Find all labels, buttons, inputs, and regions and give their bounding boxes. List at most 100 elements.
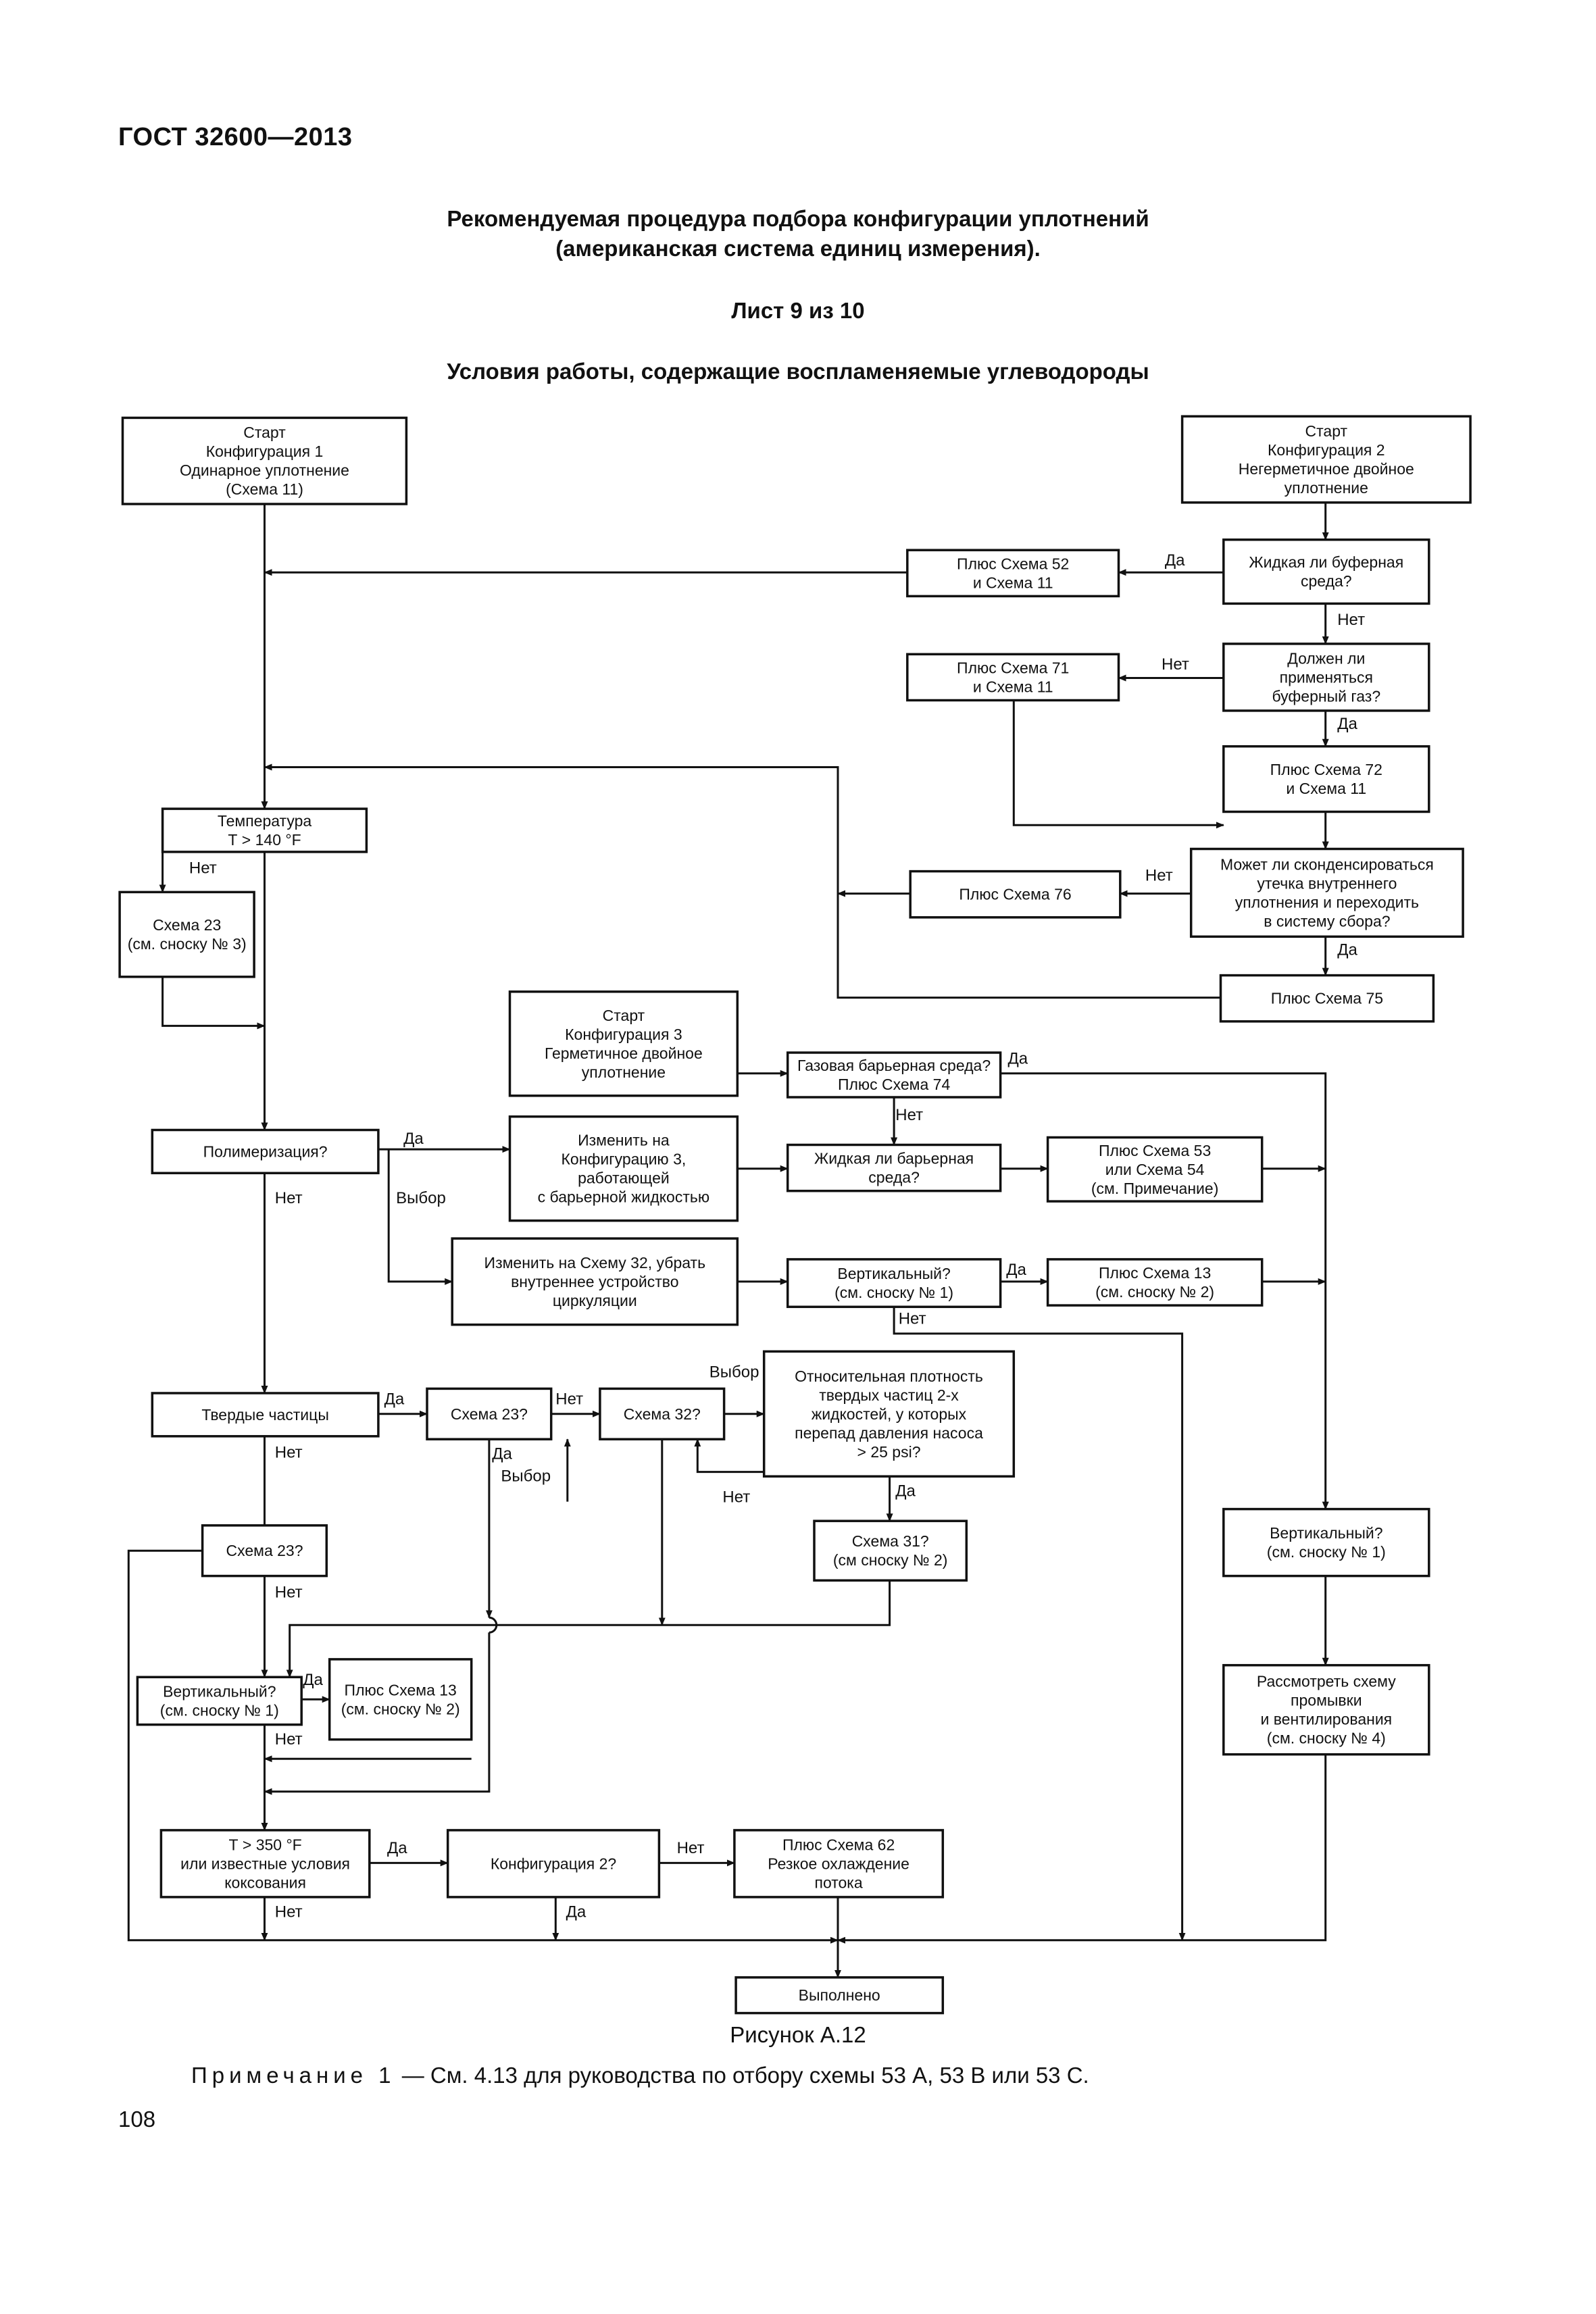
flow-box-text: Плюс Схема 75 (1271, 990, 1383, 1007)
flow-box-text: (Схема 11) (226, 480, 303, 498)
flow-box-plus75: Плюс Схема 75 (1219, 974, 1435, 1023)
flow-label: Нет (275, 1583, 303, 1601)
flow-box-plus71: Плюс Схема 71и Схема 11 (906, 653, 1120, 702)
flow-box-text: твердых частиц 2-х (819, 1386, 959, 1404)
flow-box-frame (159, 1829, 371, 1898)
flow-box-text: Схема 32? (624, 1405, 701, 1423)
flow-label: Нет (1145, 867, 1173, 885)
flow-label: Нет (899, 1309, 926, 1328)
flow-box-text: утечка внутреннего (1257, 875, 1397, 892)
flow-box-text: Вертикальный? (163, 1683, 276, 1701)
figure-title-line2: (американская система единиц измерения). (555, 236, 1041, 261)
flow-arrow (161, 976, 266, 1030)
flow-box-text: Может ли сконденсироваться (1220, 856, 1434, 874)
flow-box-vertical_right: Вертикальный?(см. сноску № 1) (1222, 1507, 1430, 1578)
flow-box-frame (786, 1258, 1002, 1309)
flow-label: Да (566, 1903, 587, 1921)
flow-box-text: (см. сноску № 1) (160, 1702, 279, 1719)
flow-arrow (387, 1149, 453, 1285)
flow-box-text: и Схема 11 (1286, 780, 1366, 797)
flow-label: Нет (275, 1189, 303, 1207)
flow-label: Нет (1337, 611, 1365, 629)
flow-box-plus52: Плюс Схема 52и Схема 11 (906, 549, 1120, 598)
flow-box-text: Схема 31? (852, 1532, 929, 1550)
flow-box-text: среда? (1301, 572, 1352, 590)
flow-arrow (893, 1307, 1186, 1941)
flow-box-text: коксования (224, 1874, 306, 1892)
flow-box-text: Плюс Схема 62 (782, 1836, 895, 1854)
flow-box-text: (см. Примечание) (1091, 1180, 1219, 1197)
flow-label: Да (895, 1482, 916, 1501)
flow-box-vertical_mid: Вертикальный?(см. сноску № 1) (786, 1258, 1002, 1309)
figure-note: Примечание 1 — См. 4.13 для руководства … (191, 2063, 1089, 2088)
flow-box-frame (161, 807, 368, 853)
flow-box-frame (1219, 974, 1435, 1023)
flow-box-frame (136, 1676, 303, 1726)
flow-box-text: Старт (603, 1007, 645, 1024)
flow-label: Нет (1162, 655, 1189, 674)
flow-label: Выбор (709, 1363, 759, 1382)
flow-box-q32: Схема 32? (599, 1387, 726, 1440)
flow-box-text: Схема 23? (226, 1542, 303, 1559)
flow-box-text: Твердые частицы (201, 1406, 329, 1424)
flow-box-text: Жидкая ли барьерная (814, 1150, 974, 1167)
flow-box-text: уплотнение (1285, 479, 1368, 497)
flow-box-text: промывки (1291, 1692, 1362, 1709)
flow-box-text: > 25 psi? (857, 1443, 921, 1461)
flow-box-frame (1180, 415, 1472, 504)
flow-box-text: (см. сноску № 3) (128, 935, 247, 953)
flow-box-frame (1222, 1507, 1430, 1578)
flow-box-text: применяться (1280, 668, 1373, 686)
flow-box-text: уплотнение (582, 1063, 666, 1081)
flow-label: Да (384, 1390, 405, 1408)
flow-box-text: Жидкая ли буферная (1249, 553, 1403, 571)
flow-box-frame (508, 1115, 739, 1222)
flow-box-text: и вентилирования (1260, 1711, 1392, 1728)
flow-arrow (1012, 700, 1224, 829)
flow-box-frame (1222, 643, 1430, 712)
flow-box-text: Относительная плотность (795, 1367, 983, 1385)
flow-box-text: Плюс Схема 72 (1270, 761, 1382, 778)
flow-box-frame (906, 549, 1120, 598)
flow-label: Да (1165, 551, 1185, 570)
flow-box-text: Изменить на Схему 32, убрать (484, 1254, 706, 1272)
flow-box-text: Плюс Схема 74 (838, 1076, 951, 1093)
flow-box-text: Полимеризация? (203, 1142, 328, 1160)
flow-label: Да (1337, 941, 1357, 959)
flow-box-text: Плюс Схема 53 (1099, 1142, 1211, 1159)
flow-box-q23b: Схема 23? (201, 1524, 328, 1578)
flow-label: Выбор (396, 1189, 446, 1207)
flow-box-text: Негерметичное двойное (1239, 460, 1414, 478)
flow-arrow (286, 1580, 891, 1678)
flow-box-text: Вертикальный? (837, 1265, 950, 1282)
flow-box-frame (906, 653, 1120, 702)
flow-arrow (694, 1438, 764, 1474)
flow-label: Да (303, 1671, 323, 1689)
flow-box-frame (1046, 1258, 1264, 1307)
flow-box-cfg2q: Конфигурация 2? (446, 1829, 661, 1898)
flow-box-text: или известные условия (180, 1855, 350, 1873)
flow-box-q31: Схема 31?(см сноску № 2) (813, 1519, 968, 1582)
flow-box-text: Схема 23 (153, 916, 221, 934)
flow-box-vertical_left: Вертикальный?(см. сноску № 1) (136, 1676, 303, 1726)
flow-label: Нет (275, 1903, 303, 1921)
flow-label: Нет (555, 1390, 583, 1408)
flow-box-text: в систему сбора? (1264, 913, 1390, 930)
flow-label: Выбор (501, 1467, 551, 1486)
flow-label: Нет (722, 1488, 750, 1507)
flow-box-text: Плюс Схема 13 (1099, 1264, 1211, 1282)
flow-box-frame (599, 1387, 726, 1440)
flow-box-frame (328, 1658, 473, 1741)
flow-box-text: Конфигурация 2 (1268, 441, 1385, 459)
flow-box-text: Плюс Схема 71 (957, 659, 1069, 676)
flow-box-text: (см. сноску № 2) (341, 1700, 460, 1717)
note-prefix: Примечание 1 (191, 2063, 396, 2088)
flow-box-text: (см. сноску № 2) (1095, 1283, 1214, 1301)
